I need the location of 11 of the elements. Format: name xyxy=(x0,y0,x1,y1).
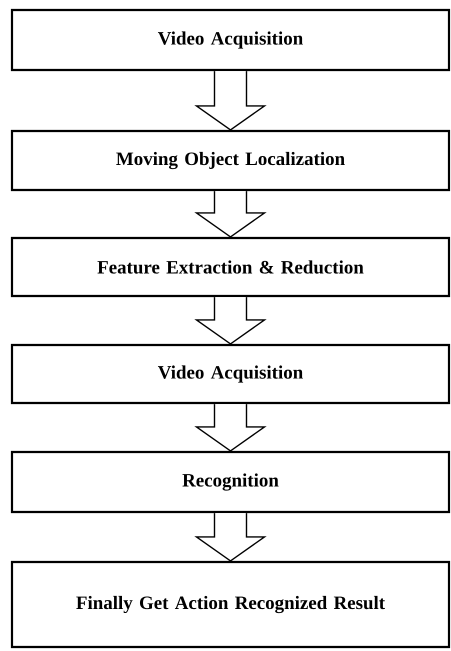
block-arrow xyxy=(194,512,267,562)
process-box: Feature Extraction & Reduction xyxy=(10,236,450,298)
process-box: Video Acquisition xyxy=(10,344,450,404)
block-arrow xyxy=(194,403,267,452)
process-box: Finally Get Action Recognized Result xyxy=(10,560,450,648)
process-box: Moving Object Localization xyxy=(10,130,450,192)
block-arrow xyxy=(194,296,267,345)
process-box: Video Acquisition xyxy=(10,8,450,72)
block-arrow xyxy=(194,190,267,238)
block-arrow xyxy=(194,70,267,131)
process-box: Recognition xyxy=(10,450,450,514)
